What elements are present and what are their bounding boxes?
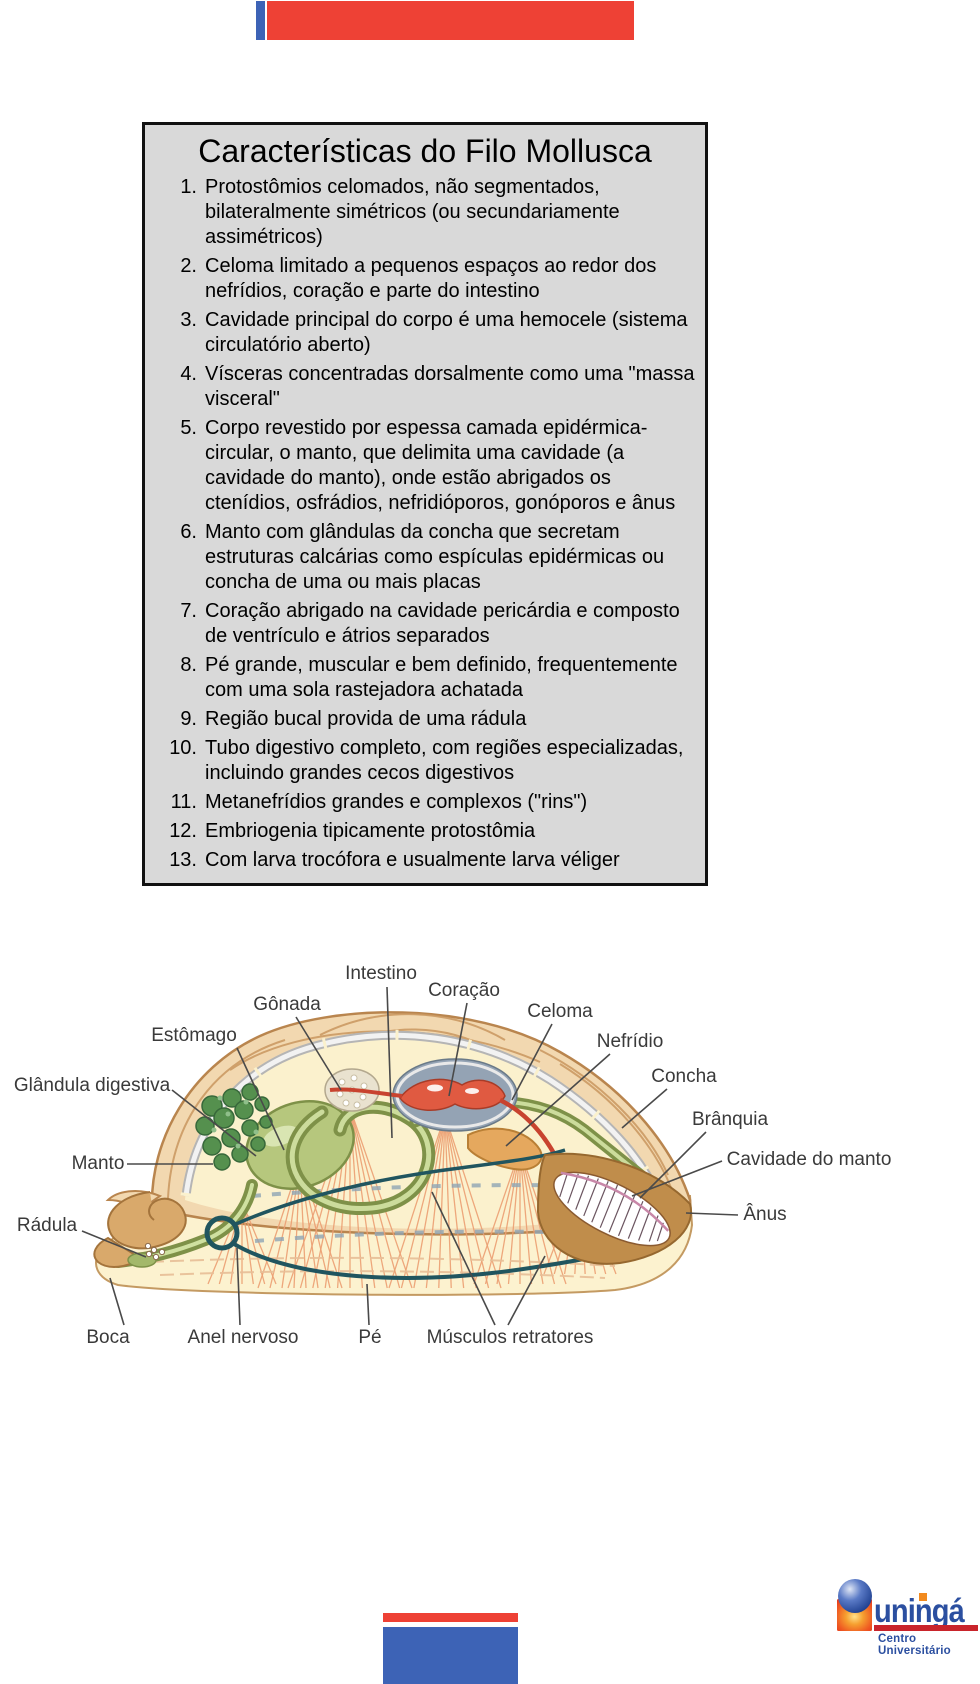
list-item-text: Tubo digestivo completo, com regiões esp… xyxy=(205,737,684,784)
list-item-number: 1. xyxy=(180,176,197,198)
diagram-label-cavidade-do-manto: Cavidade do manto xyxy=(726,1149,892,1170)
list-item-text: Embriogenia tipicamente protostômia xyxy=(205,820,536,842)
footer-red-bar xyxy=(383,1613,518,1622)
list-item-text: Cavidade principal do corpo é uma hemoce… xyxy=(205,309,688,356)
list-item: 7. Coração abrigado na cavidade pericárdi… xyxy=(153,599,701,649)
list-item: 1. Protostômios celomados, não segmentado… xyxy=(153,175,701,250)
list-item: 6. Manto com glândulas da concha que secr… xyxy=(153,520,701,595)
leader-line-coracao xyxy=(448,1002,468,1097)
head xyxy=(93,1191,187,1268)
leader-line-pe xyxy=(366,1283,370,1326)
diagram-label-anel-nervoso: Anel nervoso xyxy=(187,1327,299,1348)
list-item-number: 12. xyxy=(169,820,197,842)
list-item: 8. Pé grande, muscular e bem definido, fr… xyxy=(153,653,701,703)
diagram-label-anus: Ânus xyxy=(743,1204,787,1225)
logo-i-dot xyxy=(919,1593,927,1601)
list-item-number: 3. xyxy=(180,309,197,331)
diagram-label-nefridio: Nefrídio xyxy=(596,1031,664,1052)
leader-line-cavidade-do-manto xyxy=(631,1160,723,1197)
diagram-label-musculos-retratores: Músculos retratores xyxy=(426,1327,594,1348)
list-item-number: 6. xyxy=(180,521,197,543)
list-item-text: Metanefrídios grandes e complexos ("rins… xyxy=(205,791,588,813)
box-title: Características do Filo Mollusca xyxy=(198,133,652,169)
list-item-text: Pé grande, muscular e bem definido, freq… xyxy=(205,654,678,701)
diagram-label-branquia: Brânquia xyxy=(691,1109,769,1130)
diagram-label-estomago: Estômago xyxy=(151,1025,237,1046)
leader-lines xyxy=(81,986,739,1326)
top-red-bar xyxy=(267,1,634,40)
list-item-number: 5. xyxy=(180,417,197,439)
leader-line-boca xyxy=(109,1277,125,1326)
leader-line-anus xyxy=(685,1212,739,1216)
list-item-text: Coração abrigado na cavidade pericárdia … xyxy=(205,600,680,647)
list-item-text: Vísceras concentradas dorsalmente como u… xyxy=(205,363,695,410)
heart xyxy=(399,1078,506,1111)
list-item-number: 10. xyxy=(169,737,197,759)
list-item: 13. Com larva trocófora e usualmente larv… xyxy=(153,848,701,873)
list-item-text: Região bucal provida de uma rádula xyxy=(205,708,527,730)
characteristics-list: 1. Protostômios celomados, não segmentado… xyxy=(145,175,705,873)
list-item: 10. Tubo digestivo completo, com regiões … xyxy=(153,736,701,786)
gill xyxy=(536,1152,693,1265)
diagram-label-gonada: Gônada xyxy=(253,994,321,1015)
characteristics-box: Características do Filo Mollusca 1. Proto… xyxy=(142,122,708,886)
leader-line-concha xyxy=(621,1088,668,1129)
list-item-number: 9. xyxy=(180,708,197,730)
diagram-label-manto: Manto xyxy=(71,1153,125,1174)
leader-line-radula xyxy=(81,1230,147,1258)
leader-line-glandula-digestiva xyxy=(171,1089,257,1157)
list-item: 4. Vísceras concentradas dorsalmente como… xyxy=(153,362,701,412)
list-item: 12. Embriogenia tipicamente protostômia xyxy=(153,819,701,844)
mollusc-art xyxy=(93,1011,694,1296)
leader-line-estomago xyxy=(236,1047,285,1151)
list-item-number: 13. xyxy=(169,849,197,871)
diagram-label-coracao: Coração xyxy=(428,980,500,1001)
list-item: 2. Celoma limitado a pequenos espaços ao … xyxy=(153,254,701,304)
list-item: 9. Região bucal provida de uma rádula xyxy=(153,707,701,732)
logo-underline xyxy=(874,1625,978,1631)
list-item-number: 7. xyxy=(180,600,197,622)
top-blue-stripe xyxy=(256,1,265,40)
uninga-logo-subtitle: Centro Universitário xyxy=(878,1633,951,1657)
list-item-number: 2. xyxy=(180,255,197,277)
list-item: 3. Cavidade principal do corpo é uma hemo… xyxy=(153,308,701,358)
diagram-label-boca: Boca xyxy=(86,1327,130,1348)
list-item: 5. Corpo revestido por espessa camada epi… xyxy=(153,416,701,516)
radula-teeth xyxy=(144,1242,166,1261)
list-item-number: 8. xyxy=(180,654,197,676)
list-item-text: Com larva trocófora e usualmente larva v… xyxy=(205,849,620,871)
diagram-label-pe: Pé xyxy=(358,1327,382,1348)
uninga-logo-mark xyxy=(837,1579,872,1631)
list-item: 11. Metanefrídios grandes e complexos ("r… xyxy=(153,790,701,815)
list-item-text: Protostômios celomados, não segmentados,… xyxy=(205,176,620,248)
diagram-label-radula: Rádula xyxy=(16,1215,78,1236)
leader-line-gonada xyxy=(295,1016,342,1091)
leader-line-musculos-retratores xyxy=(507,1255,546,1326)
footer-blue-bar xyxy=(383,1627,518,1684)
diagram-label-intestino: Intestino xyxy=(345,963,417,984)
leader-line-anel-nervoso xyxy=(236,1247,241,1326)
diagram-label-concha: Concha xyxy=(651,1066,717,1087)
list-item-text: Celoma limitado a pequenos espaços ao re… xyxy=(205,255,657,302)
list-item-number: 4. xyxy=(180,363,197,385)
list-item-number: 11. xyxy=(170,791,197,813)
diagram-label-glandula-digestiva: Glândula digestiva xyxy=(13,1075,171,1096)
leader-line-musculos-retratores xyxy=(431,1191,496,1326)
leader-line-nefridio xyxy=(505,1053,611,1147)
leader-line-celoma xyxy=(511,1023,553,1101)
leader-line-intestino xyxy=(386,986,393,1139)
list-item-text: Corpo revestido por espessa camada epidé… xyxy=(205,417,676,514)
list-item-text: Manto com glândulas da concha que secret… xyxy=(205,521,665,593)
diagram-label-celoma: Celoma xyxy=(527,1001,593,1022)
leader-line-branquia xyxy=(639,1131,707,1199)
